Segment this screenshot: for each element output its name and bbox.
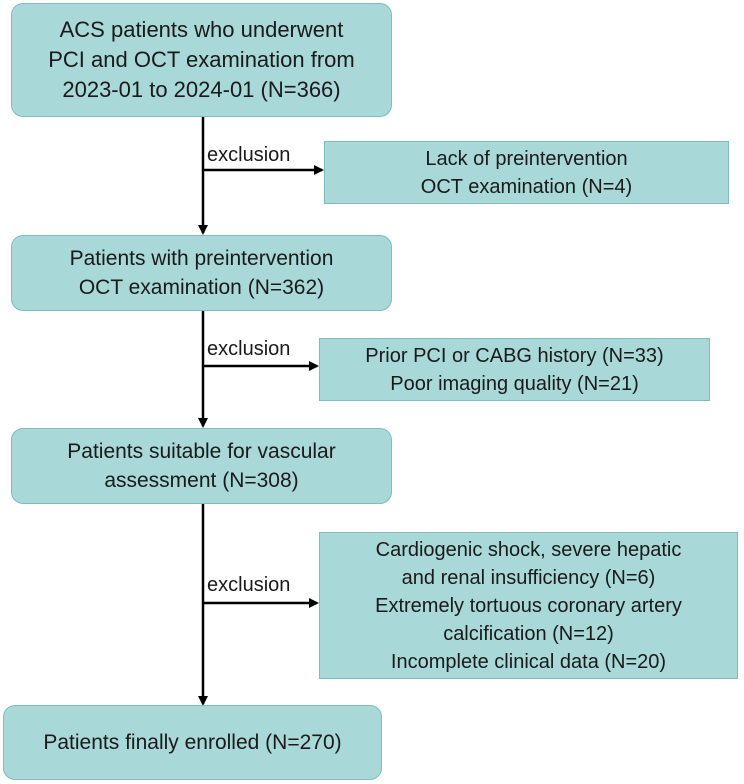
box-line: OCT examination (N=4) [420, 175, 633, 198]
box-suitable-patients: Patients suitable for vascular assessmen… [11, 428, 392, 504]
box-exclusion-2: Prior PCI or CABG history (N=33) Poor im… [319, 338, 710, 401]
box-exclusion-1: Lack of preintervention OCT examination … [324, 141, 729, 204]
box-line: Patients suitable for vascular [67, 440, 336, 463]
box-line: Lack of preintervention [425, 147, 628, 170]
exclusion-label-2: exclusion [207, 338, 291, 360]
exclusion-label-1: exclusion [207, 144, 291, 166]
box-line: Poor imaging quality (N=21) [390, 372, 639, 395]
box-line: Patients with preintervention [69, 247, 334, 270]
box-line: and renal insufficiency (N=6) [401, 566, 656, 589]
box-line: Patients finally enrolled (N=270) [43, 731, 342, 754]
box-preintervention-patients: Patients with preintervention OCT examin… [11, 235, 392, 311]
box-line: OCT examination (N=362) [78, 276, 325, 299]
box-line: ACS patients who underwent [59, 17, 344, 42]
exclusion-label-3: exclusion [207, 574, 291, 596]
box-line: calcification (N=12) [443, 622, 614, 645]
box-initial-patients: ACS patients who underwent PCI and OCT e… [11, 3, 392, 117]
box-line: 2023-01 to 2024-01 (N=366) [62, 77, 341, 102]
box-line: Cardiogenic shock, severe hepatic [375, 538, 682, 561]
box-final-enrolled: Patients finally enrolled (N=270) [3, 705, 382, 780]
box-line: PCI and OCT examination from [48, 47, 355, 72]
box-line: Extremely tortuous coronary artery [375, 594, 682, 617]
box-line: Incomplete clinical data (N=20) [390, 650, 667, 673]
box-line: Prior PCI or CABG history (N=33) [365, 344, 664, 367]
box-line: assessment (N=308) [104, 469, 299, 492]
box-exclusion-3: Cardiogenic shock, severe hepatic and re… [319, 532, 738, 679]
